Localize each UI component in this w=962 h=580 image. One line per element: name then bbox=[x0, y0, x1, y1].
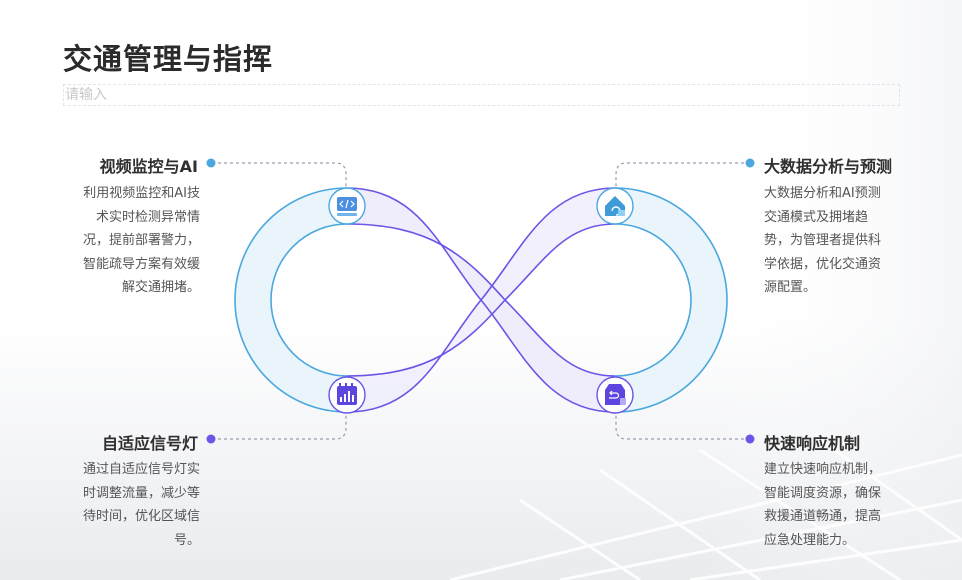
bigdata-description: 大数据分析和AI预测 交通模式及拥堵趋 势，为管理者提供科 学依据，优化交通资 … bbox=[764, 182, 896, 300]
blue-loop-strokes bbox=[234, 187, 728, 413]
code-window-icon bbox=[328, 187, 366, 225]
desc-line: 学依据，优化交通资 bbox=[764, 256, 882, 272]
video-title: 视频监控与AI bbox=[99, 157, 198, 176]
connector-lines bbox=[212, 162, 750, 440]
desc-line: 利用视频监控和AI技 bbox=[83, 186, 200, 201]
home-refresh-icon bbox=[596, 187, 634, 225]
response-dot bbox=[745, 434, 755, 444]
desc-line: 通过自适应信号灯实 bbox=[82, 462, 200, 477]
desc-line: 智能疏导方案有效缓 bbox=[82, 256, 200, 272]
desc-line: 救援通道畅通，提高 bbox=[764, 509, 882, 524]
desc-line: 术实时检测异常情 bbox=[95, 209, 200, 225]
bigdata-title: 大数据分析与预测 bbox=[764, 157, 893, 176]
desc-line: 解交通拥堵。 bbox=[121, 280, 200, 295]
purple-cross-strokes bbox=[346, 187, 616, 413]
video-dot bbox=[206, 158, 216, 168]
desc-line: 应急处理能力。 bbox=[764, 532, 856, 548]
desc-line: 待时间，优化区域信 bbox=[82, 509, 200, 524]
desc-line: 交通模式及拥堵趋 bbox=[764, 209, 869, 225]
response-description: 建立快速响应机制， 智能调度资源，确保 救援通道畅通，提高 应急处理能力。 bbox=[764, 458, 896, 552]
signal-title: 自适应信号灯 bbox=[101, 434, 198, 453]
inbox-undo-icon bbox=[596, 376, 634, 414]
desc-line: 号。 bbox=[173, 532, 200, 548]
calendar-chart-icon bbox=[328, 376, 366, 414]
signal-description: 通过自适应信号灯实 时调整流量，减少等 待时间，优化区域信 号。 bbox=[60, 458, 200, 552]
desc-line: 建立快速响应机制， bbox=[764, 462, 882, 477]
response-title: 快速响应机制 bbox=[764, 434, 861, 453]
desc-line: 智能调度资源，确保 bbox=[764, 485, 882, 501]
desc-line: 大数据分析和AI预测 bbox=[764, 186, 881, 201]
bigdata-dot bbox=[745, 158, 755, 168]
desc-line: 势，为管理者提供科 bbox=[764, 233, 882, 248]
desc-line: 况，提前部署警力， bbox=[82, 233, 200, 248]
signal-dot bbox=[206, 434, 216, 444]
video-description: 利用视频监控和AI技 术实时检测异常情 况，提前部署警力， 智能疏导方案有效缓 … bbox=[60, 182, 200, 300]
page-title: 交通管理与指挥 bbox=[63, 42, 274, 76]
subtitle-input[interactable] bbox=[63, 84, 900, 106]
desc-line: 源配置。 bbox=[764, 280, 817, 295]
desc-line: 时调整流量，减少等 bbox=[82, 485, 200, 501]
